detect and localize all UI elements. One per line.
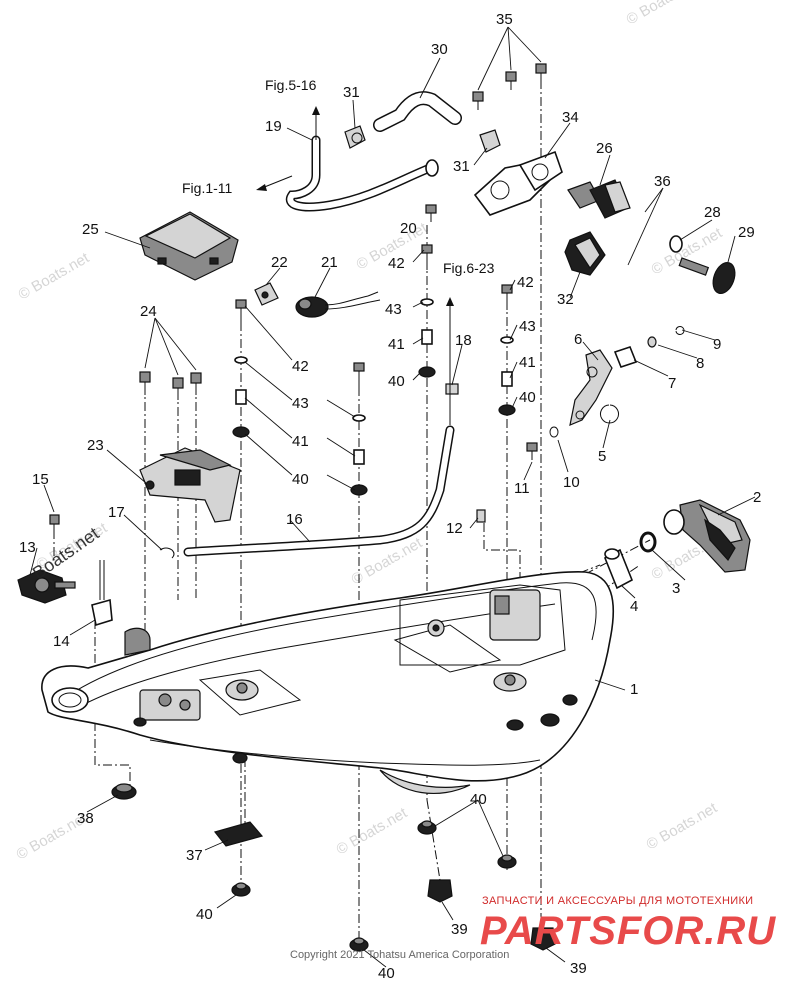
watermark-rotated-brand: Boats.net bbox=[29, 523, 103, 583]
switch-21 bbox=[295, 291, 381, 318]
callout-39: 39 bbox=[451, 921, 468, 938]
callout-31: 31 bbox=[453, 158, 470, 175]
callout-8: 8 bbox=[696, 355, 704, 372]
cover-25 bbox=[139, 211, 239, 281]
callout-34: 34 bbox=[562, 109, 579, 126]
callout-40: 40 bbox=[196, 906, 213, 923]
watermark: © Boats.net bbox=[649, 224, 726, 278]
clamp-31 bbox=[344, 125, 501, 153]
callout-18: 18 bbox=[455, 332, 472, 349]
callout-19: 19 bbox=[265, 118, 282, 135]
callout-35: 35 bbox=[496, 11, 513, 28]
callout-22: 22 bbox=[271, 254, 288, 271]
copyright-notice: Copyright 2021 Tohatsu America Corporati… bbox=[290, 949, 509, 961]
brand-stamp: ЗАПЧАСТИ И АКСЕССУАРЫ ДЛЯ МОТОТЕХНИКИ PA… bbox=[480, 895, 776, 953]
callout-10: 10 bbox=[563, 474, 580, 491]
callout-17: 17 bbox=[108, 504, 125, 521]
assembly-lines bbox=[53, 80, 651, 940]
callout-9: 9 bbox=[713, 336, 721, 353]
ref-arrows bbox=[256, 106, 454, 425]
connector-26 bbox=[567, 179, 631, 219]
watermark: © Boats.net bbox=[334, 804, 411, 858]
callout-43: 43 bbox=[292, 395, 309, 412]
screws-35 bbox=[472, 63, 547, 110]
fastener-stacks bbox=[232, 244, 516, 523]
watermark: © Boats.net bbox=[644, 799, 721, 853]
grommet-32 bbox=[564, 231, 606, 276]
lever-assembly bbox=[526, 326, 685, 460]
rings-36 bbox=[602, 207, 660, 308]
callout-37: 37 bbox=[186, 847, 203, 864]
callout-11: 11 bbox=[514, 480, 530, 497]
callout-28: 28 bbox=[704, 204, 721, 221]
leader-lines bbox=[29, 26, 756, 968]
callout-29: 29 bbox=[738, 224, 755, 241]
brand-logo: PARTSFOR.RU bbox=[480, 909, 776, 953]
hose-19 bbox=[285, 135, 439, 212]
callout-40: 40 bbox=[378, 965, 395, 982]
callout-7: 7 bbox=[668, 375, 676, 392]
callout-24: 24 bbox=[140, 303, 157, 320]
gasket-34 bbox=[473, 150, 563, 216]
bottom-cowling bbox=[41, 571, 615, 795]
screw-20 bbox=[425, 204, 437, 222]
callout-1: 1 bbox=[630, 681, 638, 698]
callout-30: 30 bbox=[431, 41, 448, 58]
fig-ref-5-16: Fig.5-16 bbox=[265, 77, 317, 93]
callout-41: 41 bbox=[292, 433, 309, 450]
watermark-brand: Boats.net bbox=[29, 523, 103, 583]
callout-36: 36 bbox=[654, 173, 671, 190]
callout-25: 25 bbox=[82, 221, 99, 238]
screws-24 bbox=[139, 371, 202, 400]
callout-6: 6 bbox=[574, 331, 582, 348]
callout-40: 40 bbox=[292, 471, 309, 488]
hose-30 bbox=[373, 91, 462, 132]
callout-40: 40 bbox=[470, 791, 487, 808]
callout-43: 43 bbox=[519, 318, 536, 335]
callout-31: 31 bbox=[343, 84, 360, 101]
callout-14: 14 bbox=[53, 633, 70, 650]
callout-38: 38 bbox=[77, 810, 94, 827]
callout-15: 15 bbox=[32, 471, 49, 488]
callout-41: 41 bbox=[388, 336, 405, 353]
brand-tagline: ЗАПЧАСТИ И АКСЕССУАРЫ ДЛЯ МОТОТЕХНИКИ bbox=[482, 895, 753, 907]
callout-labels: 1 2 3 4 5 6 7 8 9 10 11 12 13 14 15 16 1… bbox=[19, 11, 761, 982]
watermark: © Boats.net bbox=[624, 0, 701, 28]
bracket-23 bbox=[139, 447, 241, 523]
callout-32: 32 bbox=[557, 291, 574, 308]
callout-40: 40 bbox=[519, 389, 536, 406]
bushing-4 bbox=[603, 548, 634, 590]
callout-42: 42 bbox=[292, 358, 309, 375]
sensor-assembly bbox=[17, 514, 175, 627]
plug-29 bbox=[669, 235, 736, 295]
ring-3 bbox=[639, 531, 657, 553]
hose-16 bbox=[183, 425, 455, 557]
clip-22 bbox=[254, 282, 279, 306]
callout-23: 23 bbox=[87, 437, 104, 454]
callout-16: 16 bbox=[286, 511, 303, 528]
callout-12: 12 bbox=[446, 520, 463, 537]
bottom-parts bbox=[111, 783, 556, 952]
fig-ref-1-11: Fig.1-11 bbox=[182, 180, 233, 196]
callout-4: 4 bbox=[630, 598, 638, 615]
callout-2: 2 bbox=[753, 489, 761, 506]
callout-41: 41 bbox=[519, 354, 536, 371]
callout-5: 5 bbox=[598, 448, 606, 465]
callout-42: 42 bbox=[388, 255, 405, 272]
callout-43: 43 bbox=[385, 301, 402, 318]
callout-3: 3 bbox=[672, 580, 680, 597]
callout-20: 20 bbox=[400, 220, 417, 237]
callout-39: 39 bbox=[570, 960, 587, 977]
handle-2 bbox=[663, 499, 751, 573]
callout-26: 26 bbox=[596, 140, 613, 157]
figure-references: Fig.5-16 Fig.1-11 Fig.6-23 bbox=[182, 77, 495, 276]
fig-ref-6-23: Fig.6-23 bbox=[443, 260, 495, 276]
watermark: © Boats.net bbox=[16, 249, 93, 303]
callout-42: 42 bbox=[517, 274, 534, 291]
callout-21: 21 bbox=[321, 254, 338, 271]
callout-40: 40 bbox=[388, 373, 405, 390]
callout-13: 13 bbox=[19, 539, 36, 556]
